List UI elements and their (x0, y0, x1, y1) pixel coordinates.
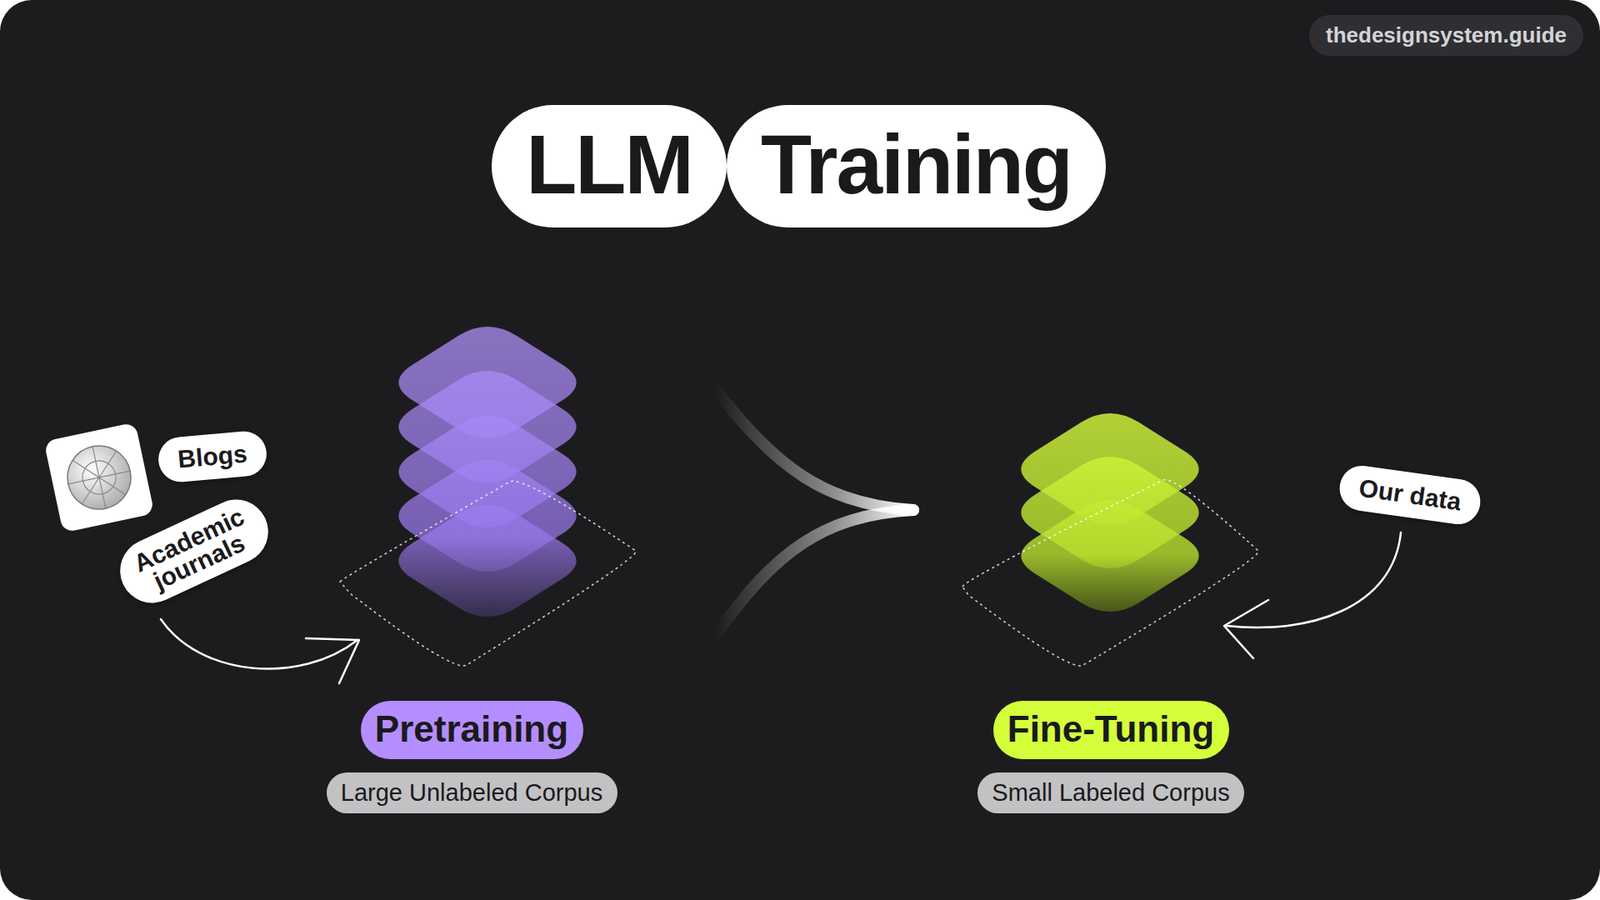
node-text: Pretraining (375, 708, 569, 750)
source-tag: Our data (1336, 462, 1484, 527)
leader-arrow (160, 619, 360, 684)
source-tag: Academic journals (110, 488, 280, 613)
node-text: Training (760, 116, 1072, 213)
title-pill: LLM (491, 105, 727, 228)
dashed-base (340, 480, 636, 666)
watermark: thedesignsystem.guide (1309, 15, 1584, 56)
merge-curve (714, 387, 914, 510)
stack-layer (398, 505, 576, 617)
node-text: Our data (1357, 474, 1464, 517)
dashed-base (962, 480, 1259, 666)
stack-layer (1020, 500, 1199, 612)
merge-curve (714, 510, 914, 638)
node-text: Fine-Tuning (1007, 708, 1215, 750)
node-text: Large Unlabeled Corpus (340, 779, 603, 807)
node-text: LLM (525, 116, 692, 213)
stage-label: Pretraining (360, 700, 584, 760)
stage-label: Fine-Tuning (993, 700, 1230, 760)
finetuning-stack (962, 413, 1259, 666)
wikipedia-icon (44, 422, 155, 534)
corpus-label: Large Unlabeled Corpus (326, 772, 618, 814)
leader-arrow (1224, 532, 1401, 659)
source-tag: Blogs (156, 429, 269, 484)
node-text: Blogs (176, 439, 249, 474)
pretraining-stack (340, 326, 636, 666)
corpus-label: Small Labeled Corpus (977, 772, 1245, 814)
node-text: Small Labeled Corpus (991, 779, 1230, 807)
node-text: Academic journals (130, 504, 259, 598)
title-pill: Training (726, 105, 1106, 228)
